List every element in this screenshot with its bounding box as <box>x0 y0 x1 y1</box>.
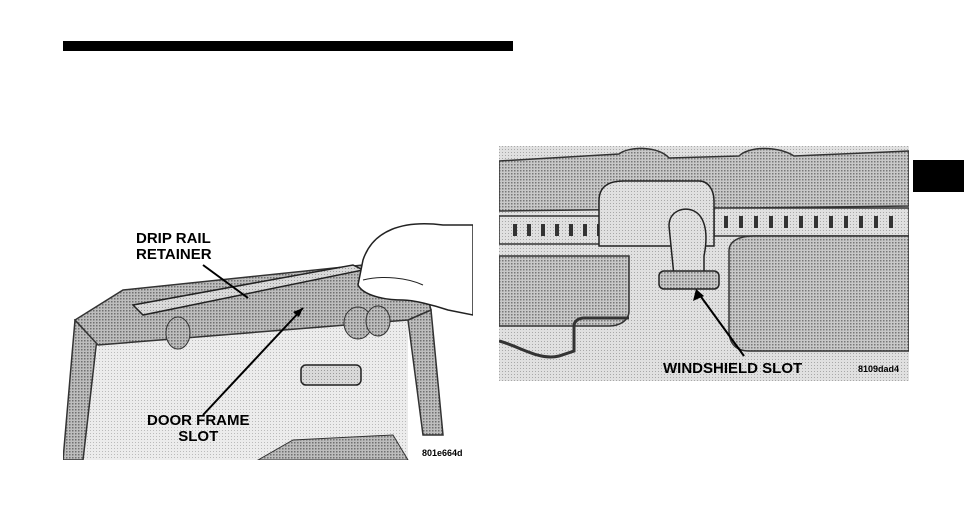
drip-rail-retainer-callout: DRIP RAIL RETAINER <box>136 231 212 263</box>
windshield-slot-callout: WINDSHIELD SLOT <box>663 361 802 377</box>
windshield-slot-illustration <box>499 146 909 381</box>
right-figure-code: 8109dad4 <box>858 364 899 374</box>
drip-rail-illustration <box>63 220 473 460</box>
drip-rail-figure <box>63 220 473 460</box>
chapter-tab <box>913 160 964 192</box>
windshield-slot-figure <box>499 146 909 381</box>
door-frame-slot-callout: DOOR FRAME SLOT <box>147 413 250 445</box>
left-figure-code: 801e664d <box>422 448 463 458</box>
header-rule <box>63 41 513 51</box>
